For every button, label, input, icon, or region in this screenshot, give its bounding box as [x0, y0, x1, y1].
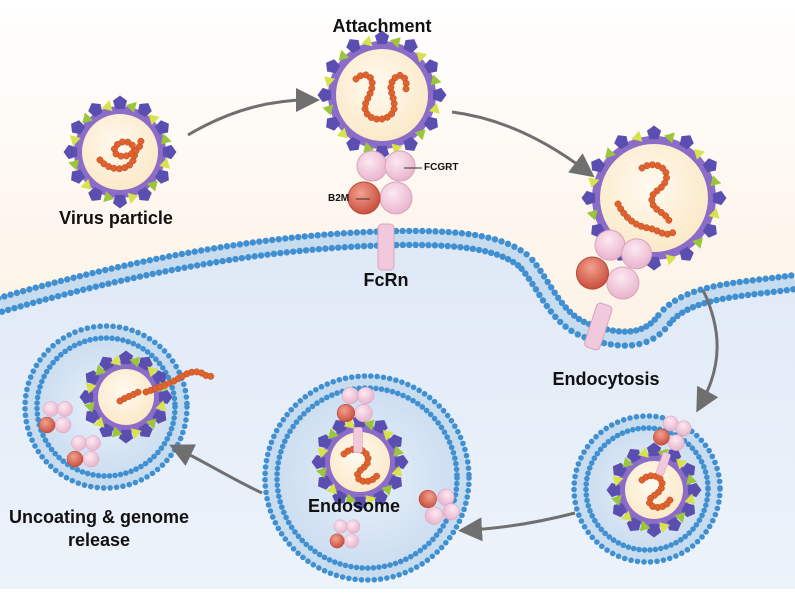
b2m-label: B2M: [328, 193, 350, 204]
arrow-to-uncoating: [169, 444, 263, 495]
fcrn-uncoating-b-fcgrt-a3: [82, 450, 100, 468]
virus-vesicle-genome: [638, 472, 674, 511]
virus-attached: [317, 30, 447, 160]
fcrn-uncoating-a: [38, 401, 73, 434]
fcrn-endocytosis: [575, 229, 653, 351]
fcrn-label: FcRn: [363, 270, 409, 290]
fcrn-attached-tm-domain: [377, 223, 395, 271]
fcrn-attached: [347, 150, 416, 271]
attachment-label: Attachment: [332, 16, 432, 36]
virus-attached-genome: [352, 71, 410, 123]
virus-free: [63, 95, 177, 209]
fcrn-attached-fcgrt-a3: [379, 181, 413, 215]
arrow-to-endocytosis: [451, 110, 595, 178]
fcrn-endosome-a-b2m: [336, 404, 355, 423]
fcrn-uncoating-a-fcgrt-a3: [54, 416, 72, 434]
virus-uncoating-genome: [116, 388, 142, 405]
arrow-to-attachment: [187, 88, 320, 137]
fcrn-endosome-c-b2m: [329, 533, 345, 549]
fcrn-uncoating-b: [66, 435, 101, 468]
endocytic-vesicle-membrane: [571, 413, 723, 565]
virus-vesicle-core: [625, 461, 683, 519]
fcrn-attached-fcgrt-a2: [384, 150, 416, 182]
virus-free-genome: [96, 137, 145, 173]
virus-free-core: [82, 114, 158, 190]
fcrn-attached-b2m: [347, 181, 381, 215]
fcrn-endosome-c: [329, 519, 361, 549]
membrane-bilayer: [0, 227, 795, 349]
fcrn-vesicle-tm-domain: [655, 452, 671, 476]
uncoating-label-line1: Uncoating & genome: [8, 507, 190, 527]
fcrn-endosome-a: [336, 386, 375, 453]
fcrn-uncoating-a-fcgrt-a2: [57, 401, 73, 417]
virus-endocytosis-genome: [614, 161, 677, 238]
virus-endosome-genome: [340, 445, 381, 485]
fcrn-vesicle-fcgrt-a2: [675, 420, 692, 437]
fcrn-endosome-a-fcgrt-a1: [341, 386, 359, 405]
fcrn-vesicle-b2m: [653, 428, 670, 446]
fcrn-endosome-a-tm-domain: [353, 427, 363, 453]
fcrn-endosome-b-fcgrt-a2: [442, 503, 460, 521]
virus-attached-core: [336, 49, 428, 141]
membrane-bilayer-tails: [0, 230, 795, 346]
fcrn-endosome-b-b2m: [418, 489, 437, 509]
virus-particles: [63, 30, 727, 538]
fcrn-uncoating-a-b2m: [38, 416, 56, 434]
uncoating-vesicle-membrane: [22, 323, 190, 491]
virus-particle-label: Virus particle: [59, 208, 173, 228]
endosome-vesicle-membrane-tails: [264, 376, 469, 580]
plasma-membrane: [0, 227, 795, 349]
fcrn-endosome-b: [418, 488, 460, 525]
fcrn-endocytosis-fcgrt-a2: [621, 238, 653, 270]
fcrn-endosome-c-fcgrt-a1: [333, 519, 348, 534]
endocytosis-label: Endocytosis: [552, 369, 660, 389]
fcrn-endosome-a-fcgrt-a3: [354, 404, 373, 423]
fcrn-endosome-c-fcgrt-a3: [344, 533, 359, 549]
fcrn-endocytosis-b2m: [575, 256, 609, 290]
fcgrt-label: FCGRT: [424, 162, 459, 173]
fcrn-endosome-c-fcgrt-a2: [346, 519, 361, 534]
fcrn-uncoating-a-fcgrt-a1: [43, 401, 59, 417]
virus-endosome: [311, 413, 409, 511]
fcrn-attached-fcgrt-a1: [356, 150, 388, 182]
virus-endocytosis: [581, 125, 727, 271]
uncoating-vesicle-membrane-tails: [24, 326, 187, 488]
released-genome: [142, 368, 215, 396]
label-callouts: [356, 167, 422, 200]
fcrn-uncoating-b-fcgrt-a1: [71, 435, 87, 451]
fcrn-uncoating-b-fcgrt-a2: [85, 435, 101, 451]
uncoating-label-line2: release: [67, 530, 131, 550]
fcrn-endosome-a-fcgrt-a2: [357, 386, 375, 405]
fcrn-endocytosis-tm-domain: [584, 302, 613, 351]
arrow-to-vesicle: [696, 289, 719, 413]
endosome-label: Endosome: [307, 496, 401, 516]
virus-uncoating: [79, 350, 173, 444]
fcrn-receptors: [38, 150, 692, 549]
arrow-to-endosome: [458, 511, 576, 542]
process-arrows: [169, 88, 719, 542]
fcrn-vesicle: [653, 415, 692, 476]
fcrn-uncoating-b-b2m: [66, 450, 84, 468]
